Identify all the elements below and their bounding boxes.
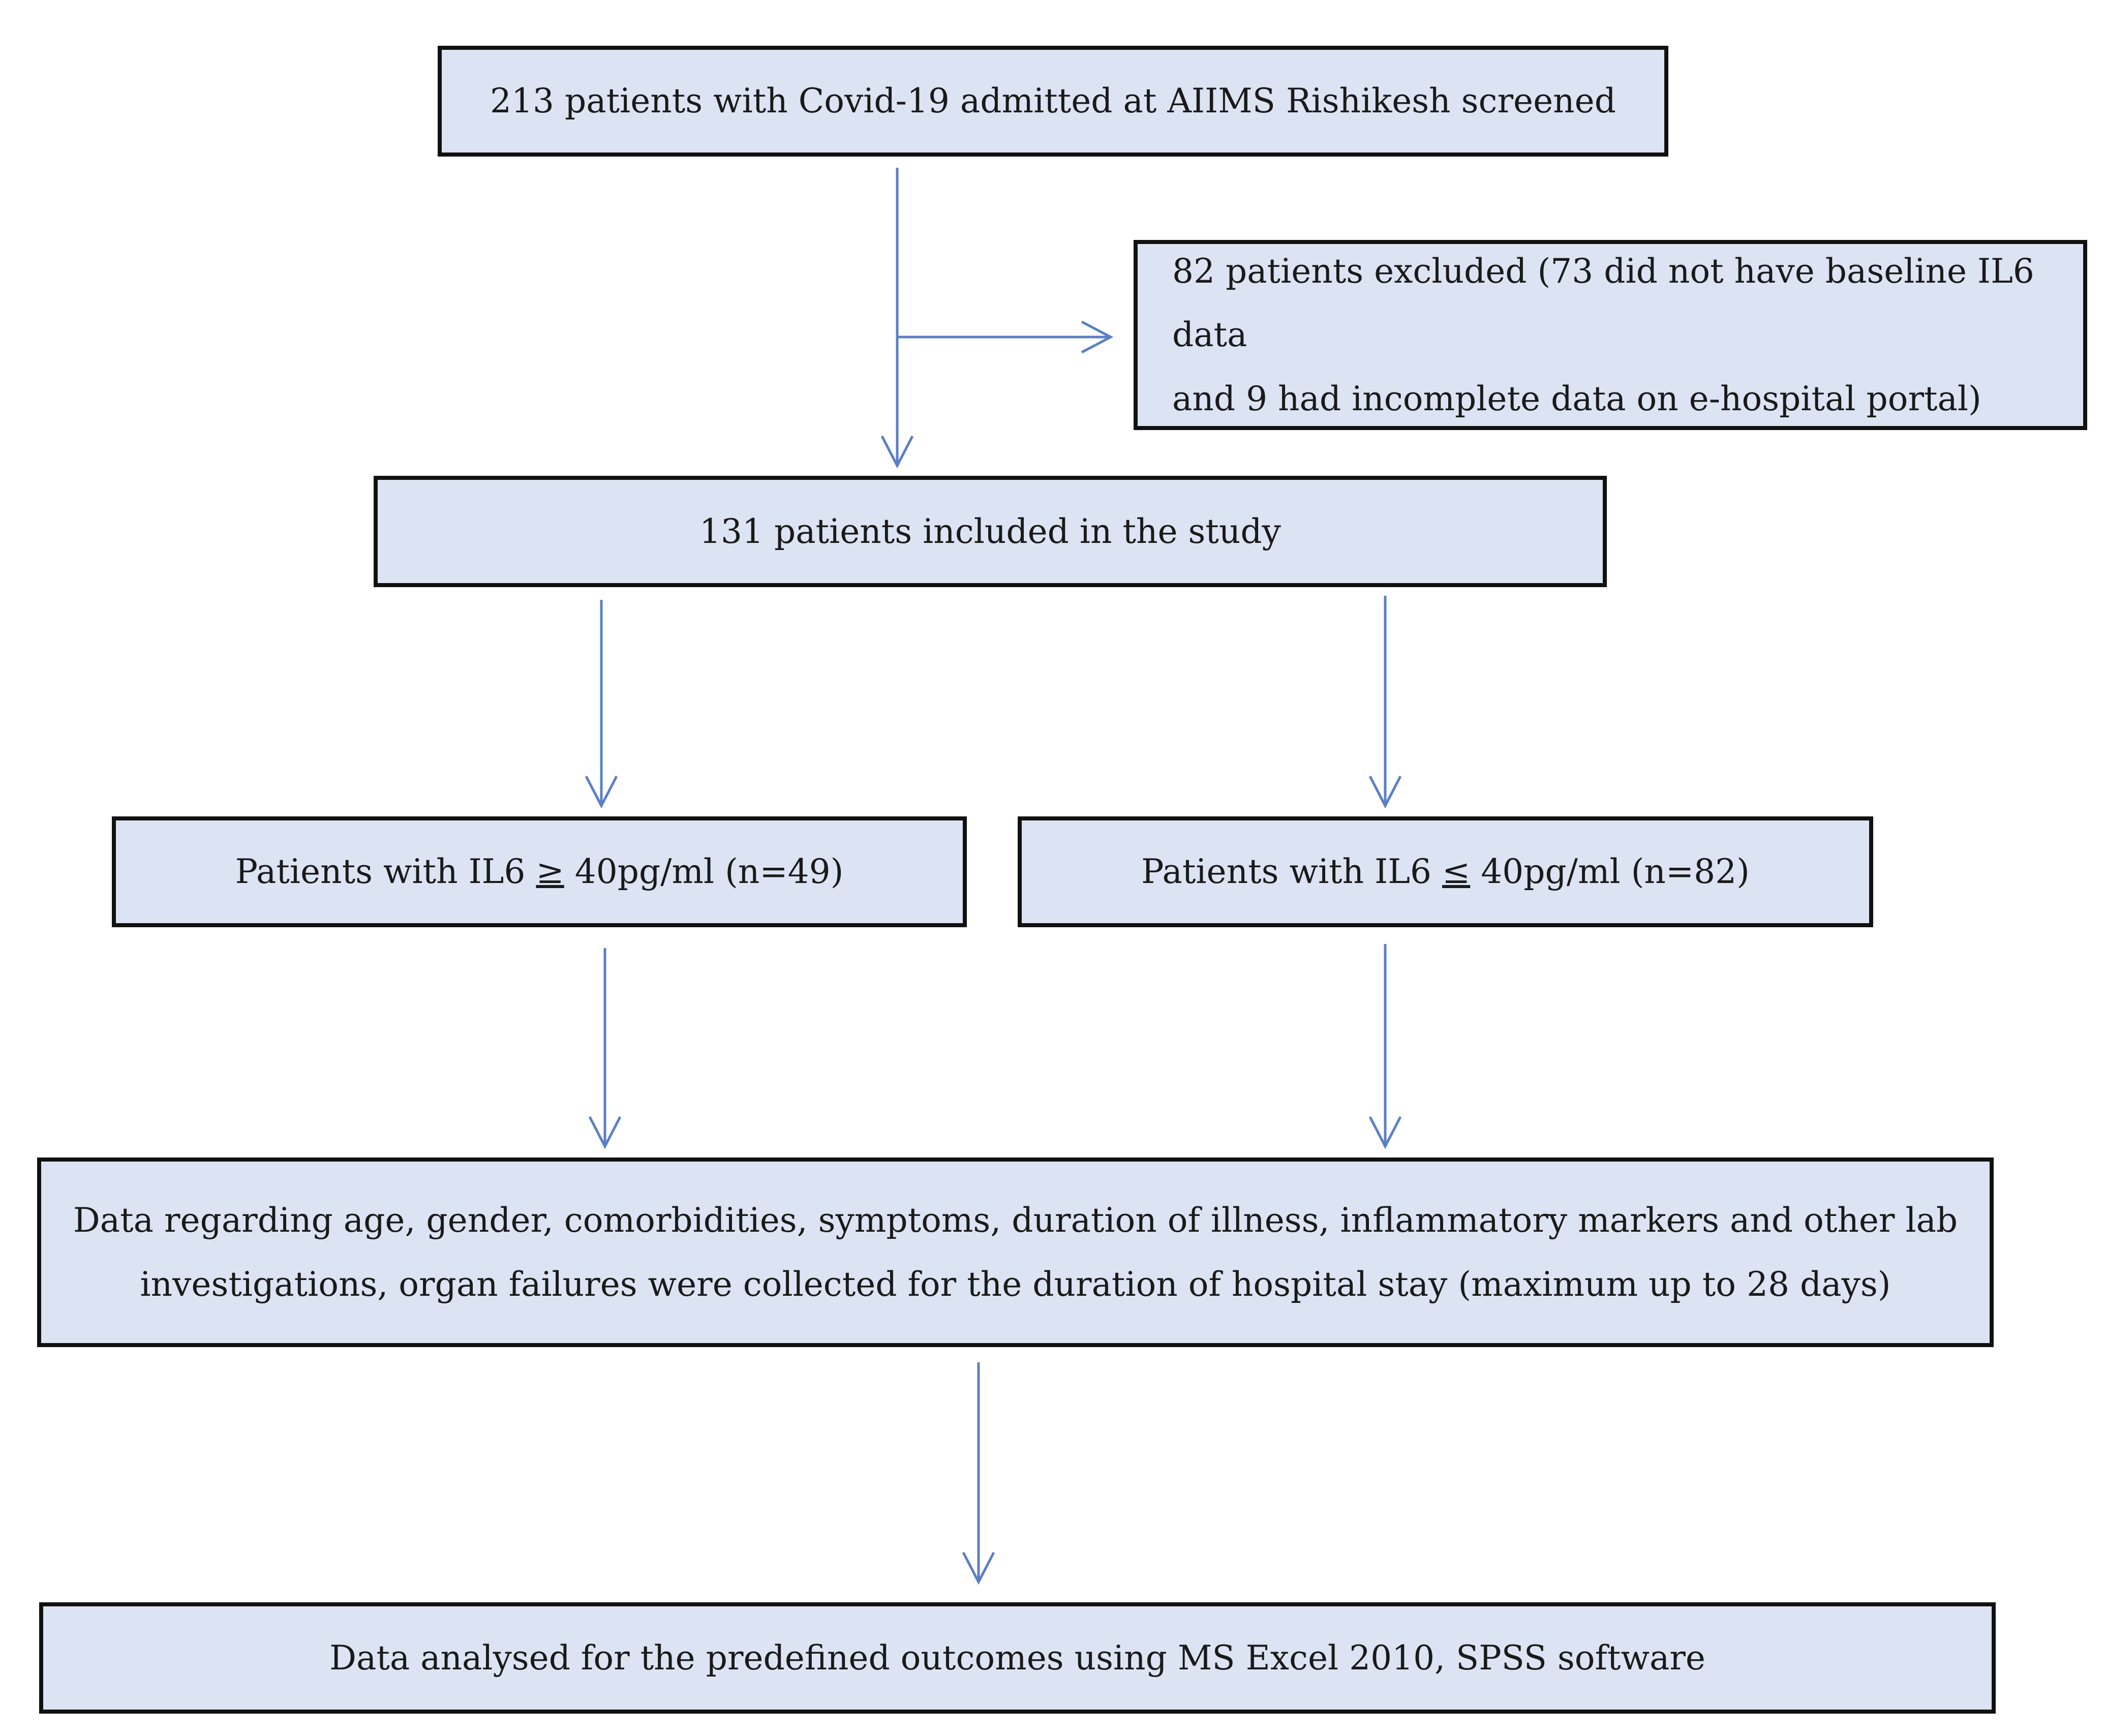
analysis-box: Data analysed for the predefined outcome…: [39, 1602, 1996, 1714]
low-il6-prefix: Patients with IL6: [1141, 852, 1442, 892]
low-il6-suffix: 40pg/ml (n=82): [1470, 852, 1750, 892]
low-il6-text: Patients with IL6 ≤ 40pg/ml (n=82): [1141, 840, 1750, 903]
data-collection-text-line2: investigations, organ failures were coll…: [140, 1264, 1891, 1304]
arrowhead-to-excluded: [1081, 320, 1114, 354]
arrowhead-low-to-data: [1368, 1116, 1402, 1149]
screened-text: 213 patients with Covid-19 admitted at A…: [490, 81, 1616, 121]
screened-box: 213 patients with Covid-19 admitted at A…: [438, 46, 1668, 157]
arrowhead-included-to-high: [585, 775, 618, 809]
data-collection-text-line1: Data regarding age, gender, comorbiditie…: [73, 1201, 1958, 1240]
excluded-box: 82 patients excluded (73 did not have ba…: [1134, 240, 2087, 430]
included-box: 131 patients included in the study: [374, 476, 1607, 587]
low-il6-symbol: ≤: [1442, 852, 1471, 892]
excluded-text-line1: 82 patients excluded (73 did not have ba…: [1172, 251, 2034, 355]
low-il6-box: Patients with IL6 ≤ 40pg/ml (n=82): [1018, 816, 1873, 927]
arrowhead-data-to-analysed: [962, 1551, 995, 1585]
data-collection-box: Data regarding age, gender, comorbiditie…: [37, 1158, 1994, 1347]
excluded-text-line2: and 9 had incomplete data on e-hospital …: [1172, 379, 1981, 418]
high-il6-prefix: Patients with IL6: [235, 852, 536, 892]
arrowhead-included-to-low: [1368, 775, 1402, 809]
arrowhead-high-to-data: [588, 1116, 622, 1149]
high-il6-text: Patients with IL6 ≥ 40pg/ml (n=49): [235, 840, 844, 903]
included-text: 131 patients included in the study: [699, 511, 1281, 551]
arrowhead-screened-to-included: [880, 435, 914, 469]
high-il6-suffix: 40pg/ml (n=49): [564, 852, 844, 892]
analysis-text: Data analysed for the predefined outcome…: [329, 1638, 1705, 1678]
high-il6-symbol: ≥: [536, 852, 564, 892]
high-il6-box: Patients with IL6 ≥ 40pg/ml (n=49): [112, 816, 967, 927]
